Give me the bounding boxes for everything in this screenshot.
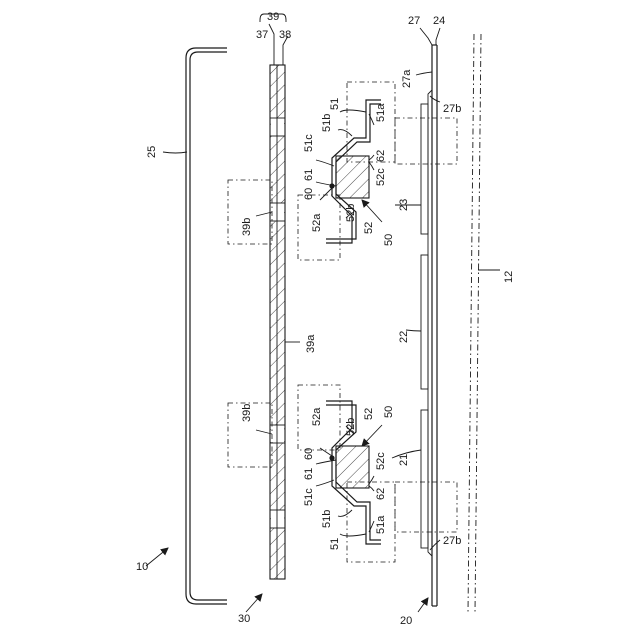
label-51c-lower: 51c	[303, 488, 315, 506]
plate-39	[270, 65, 285, 579]
element-23	[421, 104, 428, 234]
diffuser-12	[468, 34, 481, 612]
label-51a-upper: 51a	[375, 103, 387, 122]
label-52a-lower: 52a	[311, 407, 323, 426]
label-39b-upper: 39b	[241, 218, 253, 236]
label-10: 10	[136, 561, 148, 573]
region-box-51a-lower	[347, 482, 395, 562]
plate-gap	[271, 203, 284, 221]
cover-member-25	[186, 48, 227, 604]
label-52a-upper: 52a	[311, 213, 323, 232]
label-12: 12	[503, 271, 515, 283]
plate-39-body	[270, 65, 285, 579]
spacer-block-lower	[336, 446, 369, 488]
label-27b-upper: 27b	[443, 103, 461, 115]
board-assembly-20	[421, 45, 437, 606]
label-51c-upper: 51c	[303, 134, 315, 152]
label-23: 23	[398, 199, 410, 211]
label-24: 24	[433, 15, 445, 27]
label-52c-lower: 52c	[375, 452, 387, 470]
label-60-lower: 60	[303, 448, 315, 460]
arrow-50-upper	[362, 200, 382, 222]
arrow-30	[246, 594, 262, 612]
label-52b-lower: 52b	[345, 418, 357, 436]
label-51-lower: 51	[329, 538, 341, 550]
label-51-upper: 51	[329, 98, 341, 110]
label-25: 25	[146, 146, 158, 158]
arrow-50-lower	[362, 425, 382, 446]
label-27a: 27a	[401, 69, 413, 88]
reference-labels: 10 25 30 37 38 39 39b 39b 39a 22 21 23 1…	[136, 11, 515, 627]
label-51b-lower: 51b	[321, 510, 333, 528]
label-51a-lower: 51a	[375, 515, 387, 534]
label-50-lower: 50	[383, 406, 395, 418]
label-20: 20	[400, 615, 412, 627]
element-21	[421, 410, 428, 548]
plate-gap	[271, 510, 284, 528]
region-box-27b-lower	[395, 482, 457, 532]
plate-gap	[271, 118, 284, 136]
label-52c-upper: 52c	[375, 168, 387, 186]
label-51b-upper: 51b	[321, 114, 333, 132]
label-21: 21	[398, 454, 410, 466]
element-22	[421, 255, 428, 389]
label-60-upper: 60	[303, 188, 315, 200]
label-62-lower: 62	[375, 488, 387, 500]
label-22: 22	[398, 331, 410, 343]
plate-gap	[271, 425, 284, 443]
label-39: 39	[267, 11, 279, 23]
arrow-20	[418, 598, 428, 612]
arrow-10	[146, 548, 168, 566]
region-box-51a-upper	[347, 82, 395, 162]
label-52b-upper: 52b	[345, 204, 357, 222]
label-62-upper: 62	[375, 150, 387, 162]
label-38: 38	[279, 29, 291, 41]
spacer-block-upper	[336, 156, 369, 198]
label-39b-lower: 39b	[241, 404, 253, 422]
label-61-lower: 61	[303, 468, 315, 480]
joint-dot-60-lower	[329, 455, 334, 460]
label-37: 37	[256, 29, 268, 41]
label-39a: 39a	[305, 334, 317, 353]
label-27b-lower: 27b	[443, 535, 461, 547]
label-50-upper: 50	[383, 234, 395, 246]
label-52-upper: 52	[363, 222, 375, 234]
label-61-upper: 61	[303, 169, 315, 181]
region-box-27b-upper	[395, 118, 457, 164]
label-52-lower: 52	[363, 408, 375, 420]
label-27: 27	[408, 15, 420, 27]
label-30: 30	[238, 613, 250, 625]
